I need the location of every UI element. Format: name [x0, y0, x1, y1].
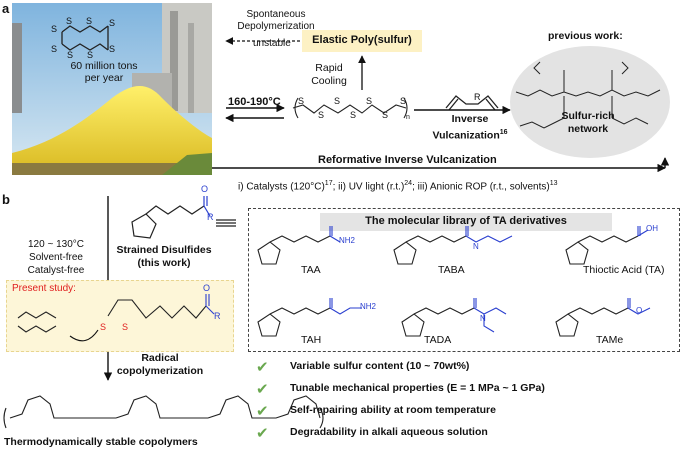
- strained-disulfides-label: Strained Disulfides(this work): [116, 244, 212, 269]
- copolymer-chain: [3, 395, 324, 429]
- ring-atom-8: S: [109, 44, 116, 54]
- compound-group-tah: NH2: [360, 302, 377, 311]
- library-title-bar: [320, 213, 612, 231]
- reformative-label: Reformative Inverse Vulcanization: [318, 154, 497, 166]
- compound-group-tada: N: [480, 314, 486, 323]
- chain-s-7: S: [400, 96, 407, 106]
- chain-s-6: S: [382, 110, 389, 120]
- compound-name-taa: TAA: [301, 264, 321, 276]
- ring-atom-1: S: [51, 24, 58, 34]
- chain-n: n: [406, 114, 410, 121]
- property-mechanical: Tunable mechanical properties (E = 1 MPa…: [290, 382, 545, 394]
- check-icon: ✔: [256, 402, 269, 420]
- temperature-label: 160-190°C: [228, 96, 281, 108]
- sulfur-pile-photo: [12, 3, 212, 175]
- panel-label-b: b: [2, 192, 10, 207]
- ring-atom-4: S: [109, 18, 116, 28]
- ring-atom-5: S: [51, 44, 58, 54]
- chain-s-3: S: [334, 96, 341, 106]
- catalysts-line: i) Catalysts (120°C)17; ii) UV light (r.…: [238, 180, 558, 193]
- compound-name-tame: TAMe: [596, 334, 624, 346]
- unstable-label: unstable: [253, 38, 291, 49]
- chain-s-2: S: [318, 110, 325, 120]
- strained-disulfide-structure: [131, 196, 236, 239]
- property-sulfur-content: Variable sulfur content (10 ~ 70wt%): [290, 360, 470, 372]
- ring-atom-6: S: [67, 50, 74, 60]
- compound-name-tah: TAH: [301, 334, 322, 346]
- present-study-label: Present study:: [12, 283, 76, 294]
- elastic-polysulfur-box: [302, 30, 422, 52]
- compound-group-taba: N: [473, 242, 479, 251]
- chain-s-5: S: [366, 96, 373, 106]
- chain-s-4: S: [350, 110, 357, 120]
- present-r-group: R: [214, 311, 221, 321]
- ring-atom-2: S: [66, 16, 73, 26]
- ring-atom-7: S: [87, 50, 94, 60]
- copolymer-caption: Thermodynamically stable copolymers: [4, 436, 198, 448]
- present-o-atom: O: [203, 283, 211, 293]
- compound-group-ta: OH: [646, 224, 658, 233]
- strained-r-group: R: [207, 212, 214, 222]
- diene-molecule: [445, 95, 499, 111]
- compound-name-taba: TABA: [438, 264, 465, 276]
- library-title: The molecular library of TA derivatives: [365, 215, 567, 227]
- elastic-polysulfur-label: Elastic Poly(sulfur): [312, 34, 412, 46]
- ring-atom-3: S: [86, 16, 93, 26]
- check-icon: ✔: [256, 380, 269, 398]
- strained-o-atom: O: [201, 184, 209, 194]
- check-icon: ✔: [256, 424, 269, 442]
- compound-group-taa: NH2: [339, 236, 356, 245]
- chain-s-1: S: [298, 96, 305, 106]
- compound-group-tame: O: [636, 306, 643, 315]
- property-self-repairing: Self-repairing ability at room temperatu…: [290, 404, 496, 416]
- sulfur-rich-network-ellipse: [510, 46, 670, 158]
- library-box: [248, 208, 680, 352]
- panel-label-a: a: [2, 1, 10, 16]
- compound-name-tada: TADA: [424, 334, 452, 346]
- property-degradability: Degradability in alkali aqueous solution: [290, 426, 488, 438]
- diene-r-label: R: [474, 92, 481, 102]
- check-icon: ✔: [256, 358, 269, 376]
- previous-work-label: previous work:: [548, 30, 623, 42]
- compound-name-ta: Thioctic Acid (TA): [583, 264, 665, 276]
